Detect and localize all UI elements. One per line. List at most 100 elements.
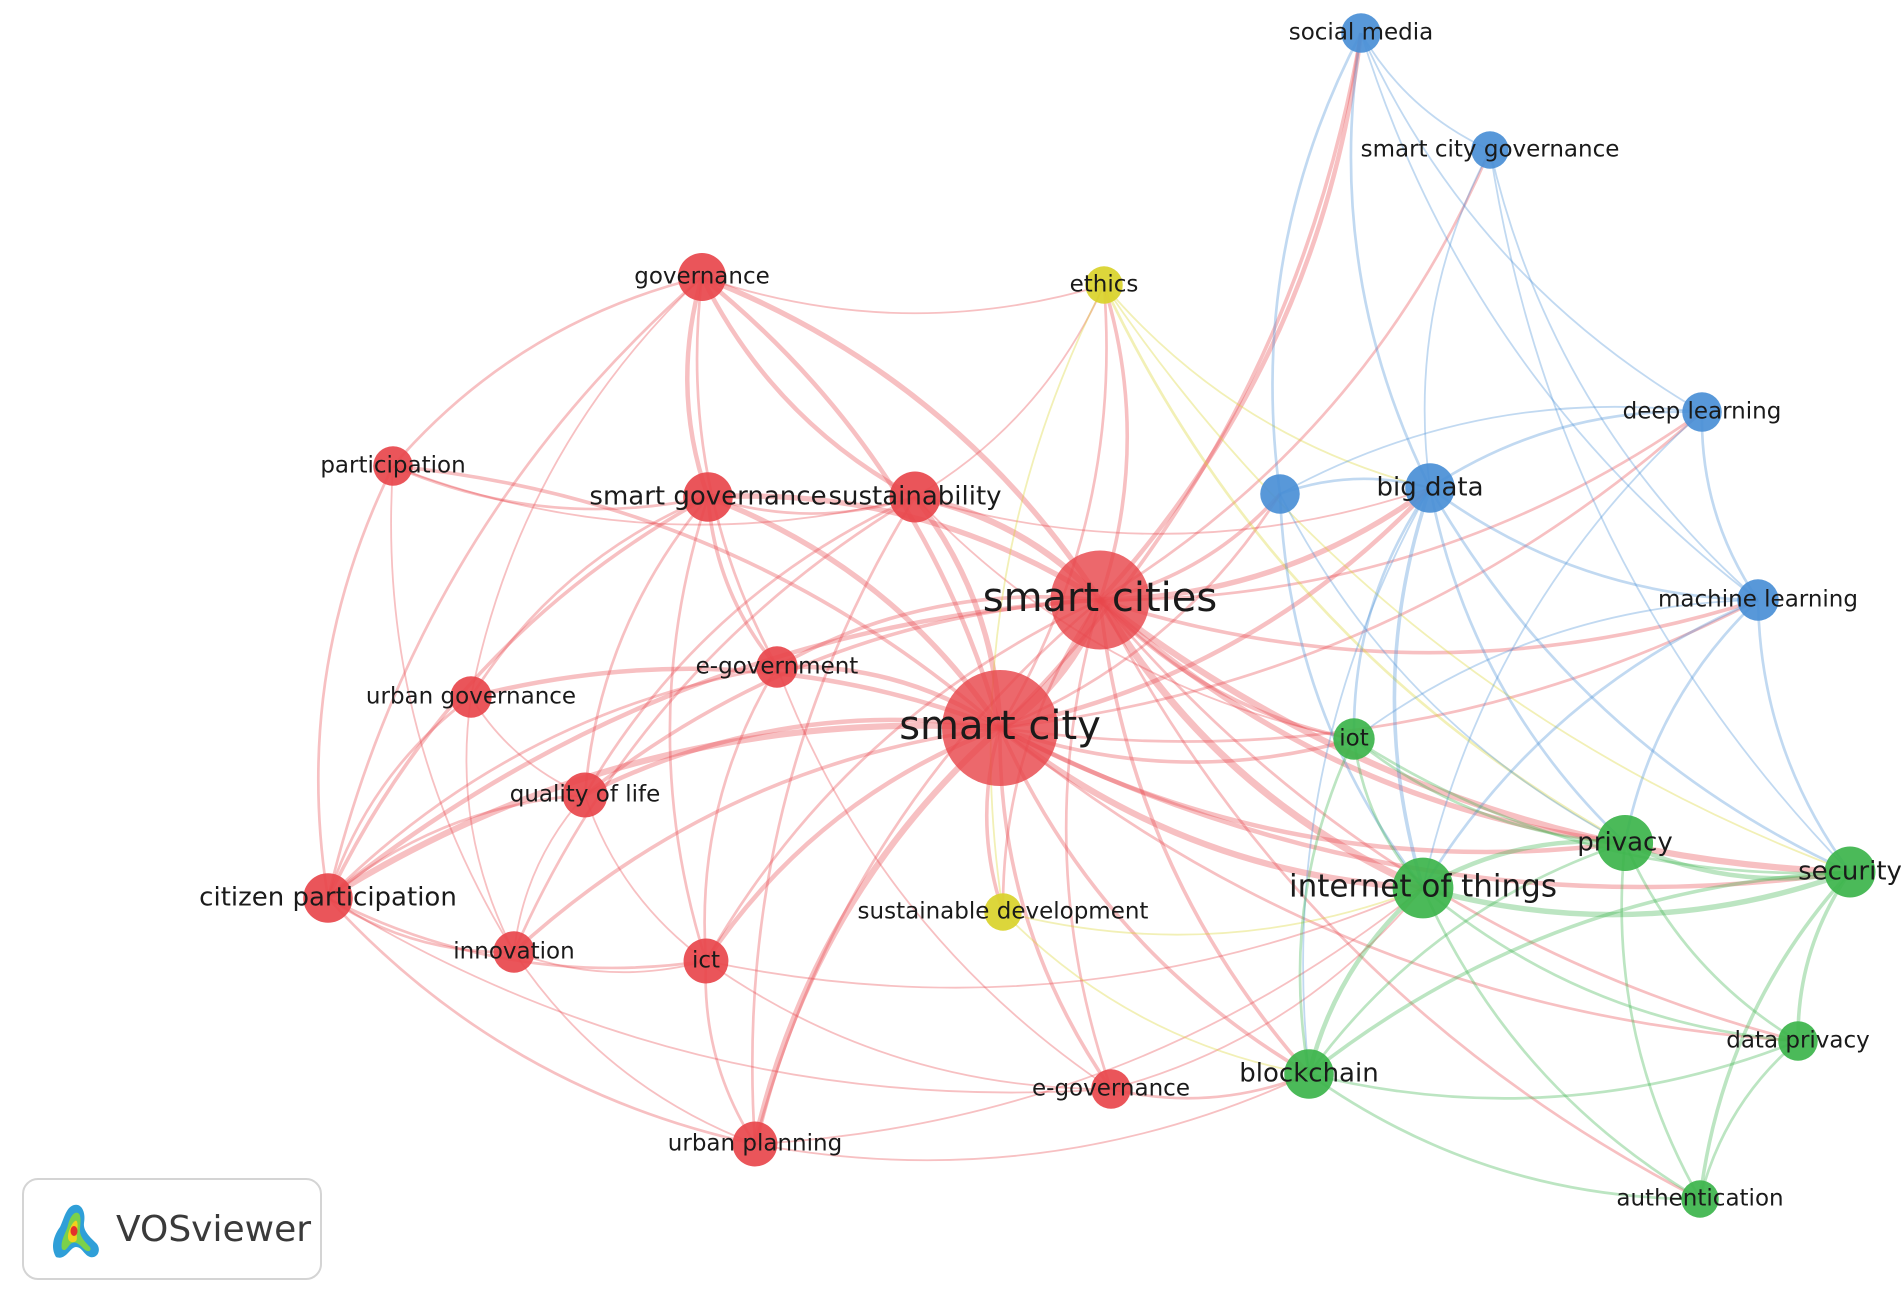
link-smart-city-big-data	[999, 486, 1432, 731]
network-nodes	[303, 13, 1876, 1218]
link-smart-cities-blockchain	[1098, 599, 1311, 1076]
node-deep-learning[interactable]	[1682, 392, 1722, 432]
node-blockchain[interactable]	[1284, 1049, 1334, 1099]
link-privacy-blockchain	[1307, 841, 1626, 1075]
label-machine-learning: machine learning	[1658, 587, 1858, 613]
link-big-data-blockchain	[1302, 487, 1431, 1075]
link-privacy-data-privacy	[1623, 842, 1799, 1043]
link-smart-cities-citizen-participation	[326, 597, 1101, 900]
link-e-governance-internet-of-things	[1110, 887, 1424, 1090]
link-sustainable-development-internet-of-things	[1002, 887, 1424, 936]
label-ethics: ethics	[1070, 272, 1139, 298]
label-big-data: big data	[1376, 473, 1483, 503]
link-smart-city-data-privacy	[999, 726, 1799, 1043]
link-social-media-smart-city-governance	[1360, 32, 1491, 151]
link-unnamed-blue-privacy	[1279, 493, 1626, 844]
node-authentication[interactable]	[1681, 1180, 1719, 1218]
vosviewer-logo-icon	[53, 1204, 99, 1258]
link-participation-innovation	[390, 465, 515, 953]
link-smart-city-deep-learning	[999, 410, 1703, 730]
link-smart-cities-social-media	[1098, 32, 1364, 602]
link-governance-participation	[391, 275, 703, 467]
node-privacy[interactable]	[1596, 814, 1654, 872]
node-unnamed-blue[interactable]	[1260, 474, 1300, 514]
link-machine-learning-security	[1756, 599, 1852, 873]
link-internet-of-things-blockchain	[1306, 886, 1425, 1075]
label-participation: participation	[320, 453, 465, 479]
link-smart-cities-quality-of-life	[583, 598, 1101, 797]
link-governance-smart-governance	[685, 276, 711, 498]
label-internet-of-things: internet of things	[1289, 869, 1557, 905]
network-links	[316, 32, 1852, 1201]
link-unnamed-blue-internet-of-things	[1278, 493, 1425, 889]
link-ict-e-governance	[705, 960, 1112, 1090]
link-machine-learning-internet-of-things	[1421, 598, 1759, 889]
link-ict-internet-of-things	[705, 887, 1424, 989]
link-machine-learning-privacy	[1623, 599, 1759, 844]
node-urban-governance[interactable]	[450, 676, 492, 718]
link-machine-learning-iot	[1353, 599, 1759, 740]
link-smart-governance-ict	[668, 496, 710, 962]
link-smart-city-blockchain	[998, 727, 1310, 1076]
link-deep-learning-machine-learning	[1700, 411, 1760, 601]
node-sustainability[interactable]	[889, 471, 941, 523]
link-urban-governance-quality-of-life	[470, 696, 586, 796]
link-innovation-ict	[513, 951, 707, 974]
link-smart-cities-machine-learning	[1099, 598, 1759, 655]
node-citizen-participation[interactable]	[303, 873, 353, 923]
link-participation-smart-governance	[392, 464, 709, 511]
label-authentication: authentication	[1616, 1186, 1783, 1212]
link-security-authentication	[1698, 870, 1852, 1200]
node-security[interactable]	[1824, 846, 1876, 898]
link-internet-of-things-authentication	[1421, 887, 1701, 1201]
label-smart-governance: smart governance	[589, 482, 826, 512]
node-participation[interactable]	[373, 446, 413, 486]
link-ethics-sustainable-development	[989, 284, 1105, 913]
link-smart-city-machine-learning	[999, 598, 1759, 743]
node-sustainable-development[interactable]	[984, 893, 1022, 931]
link-ethics-big-data	[1103, 284, 1431, 489]
node-ethics[interactable]	[1085, 266, 1123, 304]
link-iot-blockchain	[1298, 738, 1356, 1075]
link-big-data-security	[1428, 487, 1851, 874]
link-smart-cities-smart-city-governance	[1099, 149, 1492, 602]
label-sustainability: sustainability	[828, 482, 1001, 512]
node-big-data[interactable]	[1405, 463, 1455, 513]
label-security: security	[1798, 857, 1901, 887]
link-governance-citizen-participation	[326, 275, 703, 899]
link-smart-city-ethics	[998, 284, 1108, 729]
node-quality-of-life[interactable]	[562, 772, 608, 818]
node-governance[interactable]	[677, 252, 727, 302]
link-urban-planning-blockchain	[754, 1073, 1310, 1162]
node-machine-learning[interactable]	[1737, 579, 1779, 621]
node-internet-of-things[interactable]	[1392, 857, 1454, 919]
node-ict[interactable]	[683, 938, 729, 984]
link-urban-governance-innovation	[465, 696, 515, 953]
link-smart-city-governance-security	[1489, 149, 1851, 873]
link-internet-of-things-data-privacy	[1422, 886, 1799, 1043]
node-smart-governance[interactable]	[683, 472, 733, 522]
node-e-government[interactable]	[756, 646, 798, 688]
label-urban-governance: urban governance	[366, 684, 576, 710]
link-smart-city-governance-machine-learning	[1489, 149, 1759, 601]
node-smart-city[interactable]	[942, 670, 1058, 786]
link-smart-city-internet-of-things	[998, 725, 1424, 892]
node-urban-planning[interactable]	[732, 1121, 778, 1167]
label-smart-city: smart city	[899, 703, 1101, 749]
label-sustainable-development: sustainable development	[858, 899, 1149, 925]
label-e-governance: e-governance	[1032, 1076, 1190, 1102]
node-smart-cities[interactable]	[1050, 550, 1150, 650]
label-citizen-participation: citizen participation	[199, 883, 457, 913]
node-innovation[interactable]	[493, 931, 535, 973]
node-iot[interactable]	[1333, 718, 1375, 760]
link-smart-cities-governance	[701, 274, 1103, 602]
link-smart-cities-security	[1098, 597, 1851, 876]
link-smart-cities-authentication	[1098, 599, 1701, 1201]
link-ict-urban-planning	[704, 960, 757, 1145]
node-data-privacy[interactable]	[1778, 1021, 1818, 1061]
node-smart-city-governance[interactable]	[1471, 131, 1509, 169]
link-urban-governance-citizen-participation	[326, 695, 472, 899]
node-e-governance[interactable]	[1091, 1069, 1131, 1109]
node-social-media[interactable]	[1341, 13, 1381, 53]
